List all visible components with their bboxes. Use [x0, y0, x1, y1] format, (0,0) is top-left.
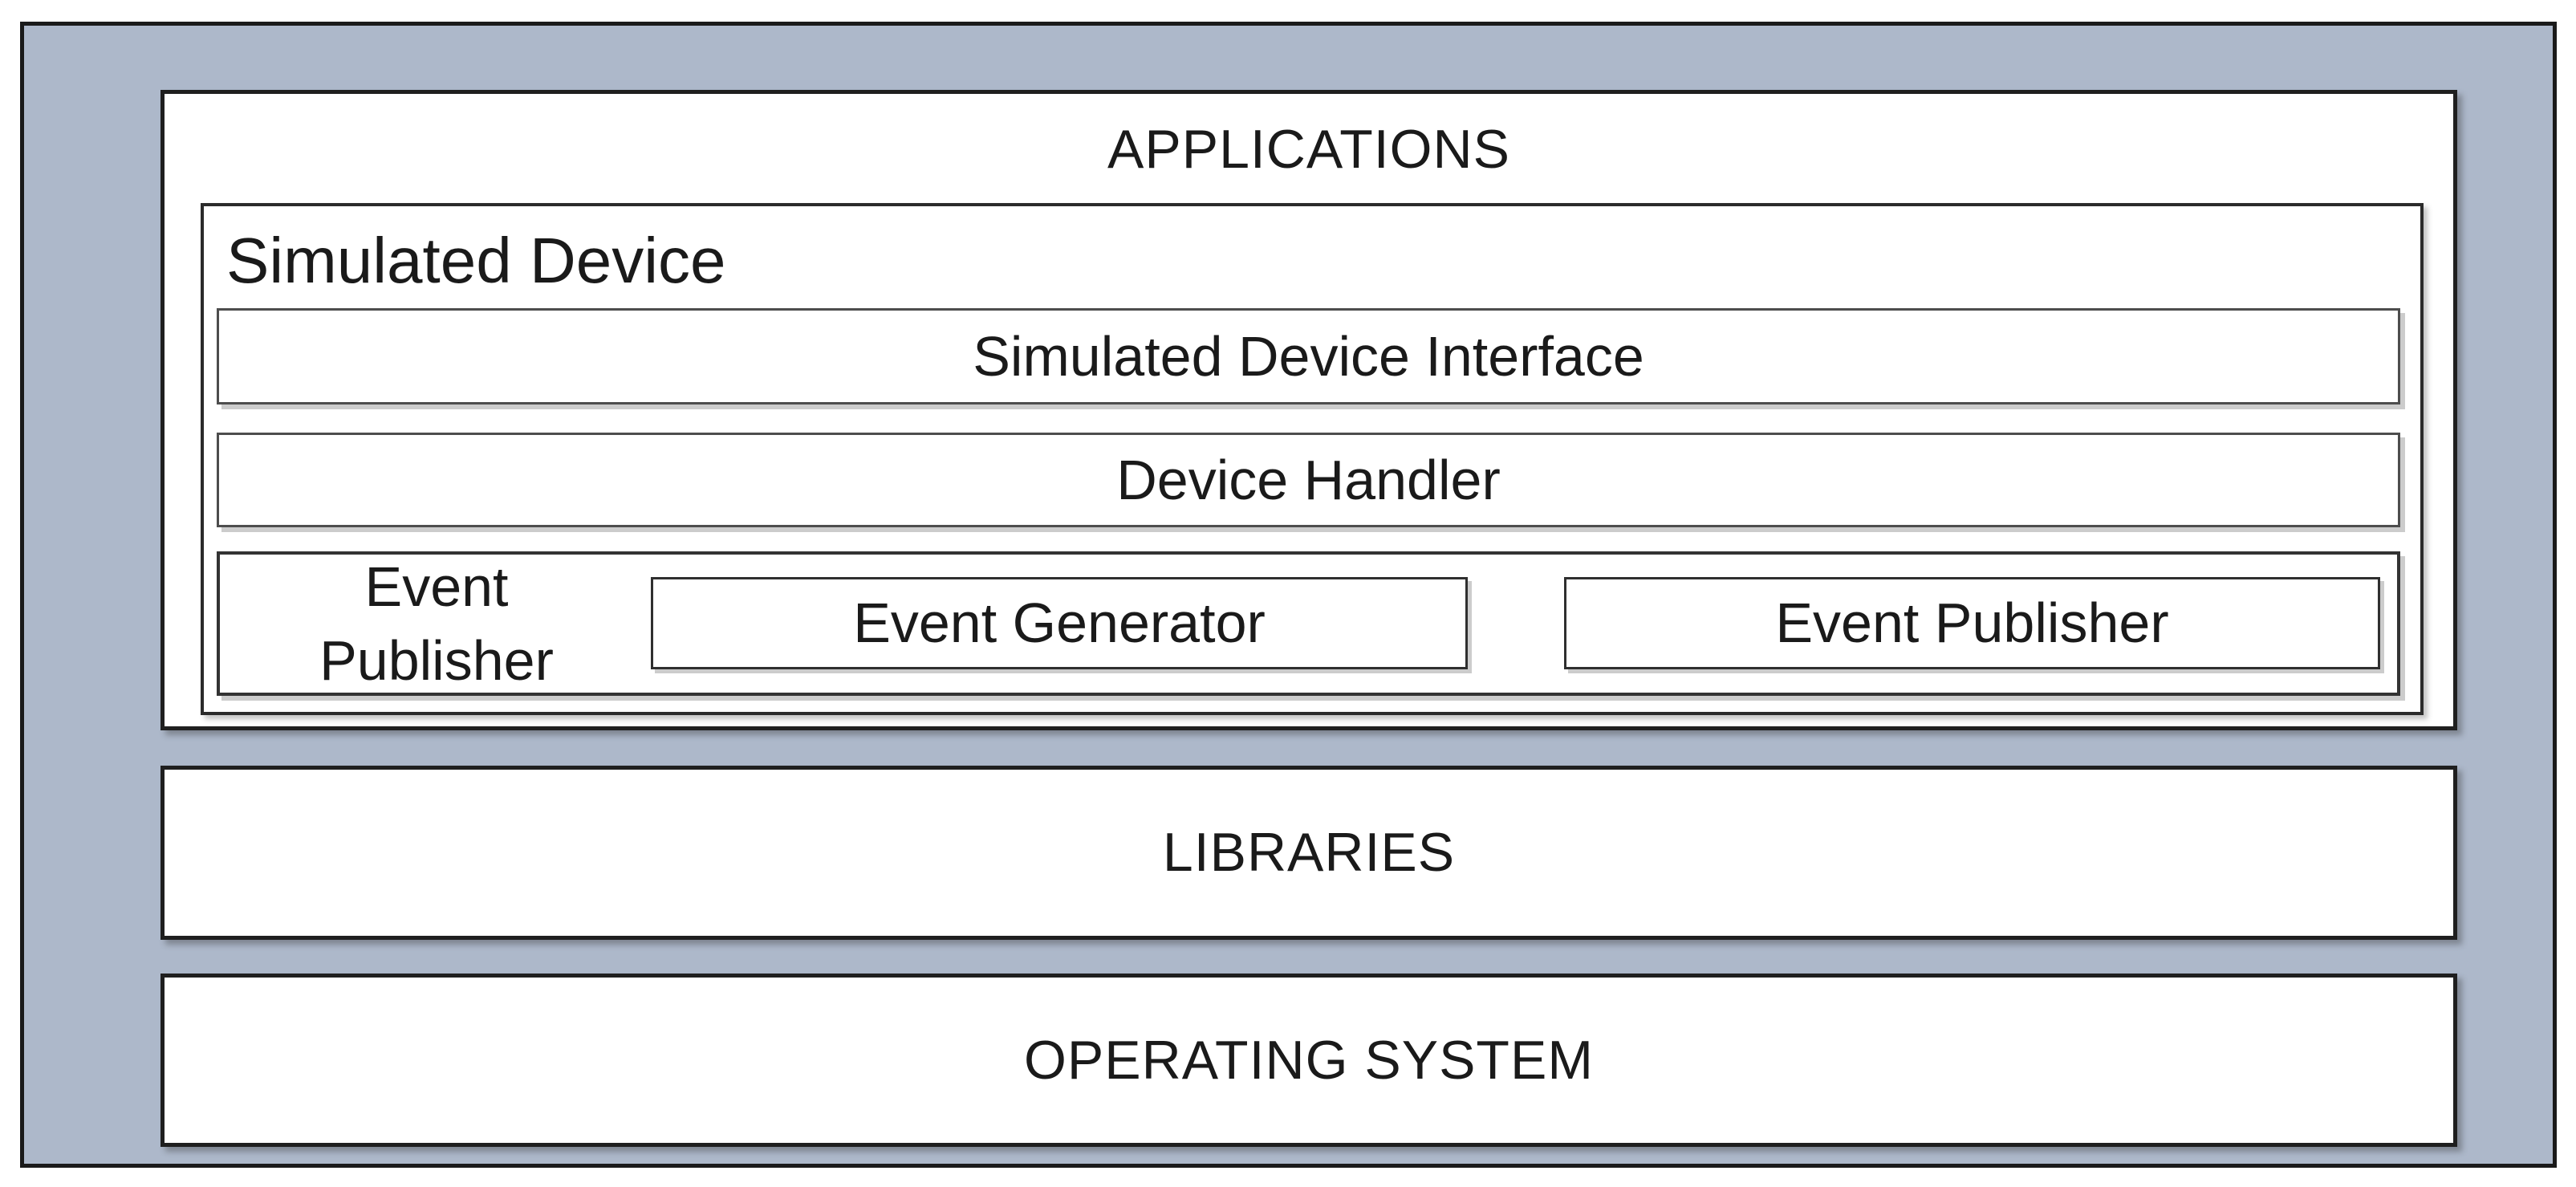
applications-layer-box: APPLICATIONS Simulated Device Simulated …	[160, 90, 2457, 730]
event-generator-label: Event Generator	[853, 591, 1266, 654]
event-publisher-box: Event Publisher	[1564, 577, 2380, 669]
device-handler-box: Device Handler	[217, 433, 2400, 527]
event-publisher-label: Event Publisher	[1775, 591, 2169, 654]
simulated-device-box: Simulated Device Simulated Device Interf…	[201, 203, 2424, 715]
operating-system-layer-box: OPERATING SYSTEM	[160, 974, 2457, 1147]
simulated-device-title: Simulated Device	[226, 225, 726, 296]
libraries-layer-title: LIBRARIES	[1162, 822, 1456, 884]
libraries-layer-box: LIBRARIES	[160, 766, 2457, 940]
operating-system-layer-title: OPERATING SYSTEM	[1024, 1029, 1594, 1091]
event-publisher-group-side-label: Event Publisher	[220, 555, 653, 693]
system-architecture-panel: APPLICATIONS Simulated Device Simulated …	[20, 22, 2557, 1168]
simulated-device-interface-label: Simulated Device Interface	[973, 324, 1644, 388]
simulated-device-interface-box: Simulated Device Interface	[217, 308, 2400, 404]
applications-layer-title: APPLICATIONS	[1107, 119, 1510, 180]
event-publisher-group-side-label-text: Event Publisher	[319, 555, 554, 692]
device-handler-label: Device Handler	[1116, 448, 1501, 511]
event-publisher-group-box: Event Publisher Event Generator Event Pu…	[217, 551, 2400, 696]
event-generator-box: Event Generator	[651, 577, 1468, 669]
